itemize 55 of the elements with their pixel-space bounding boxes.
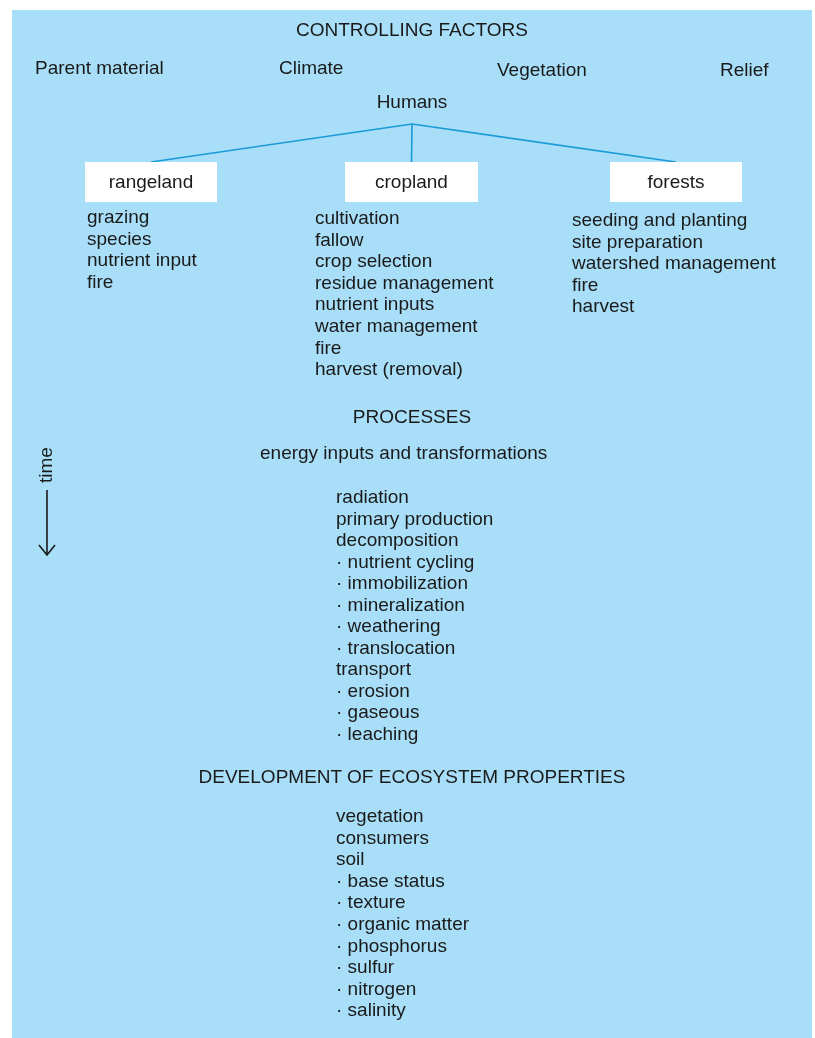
practice-item: water management — [315, 315, 478, 337]
land-use-box: rangeland — [85, 162, 217, 202]
connector-line — [411, 123, 677, 163]
property-item: · sulfur — [336, 956, 395, 979]
property-item: vegetation — [336, 805, 424, 827]
property-item: soil — [336, 848, 365, 871]
property-item: · nitrogen — [336, 977, 417, 1000]
property-item: consumers — [336, 826, 429, 849]
practice-item: harvest (removal) — [315, 358, 463, 381]
practice-item: fire — [572, 273, 599, 296]
time-label: time — [34, 447, 57, 483]
process-item: · erosion — [336, 679, 410, 702]
practice-item: nutrient input — [87, 249, 197, 272]
section-heading: DEVELOPMENT OF ECOSYSTEM PROPERTIES — [198, 766, 626, 788]
process-item: · mineralization — [336, 593, 465, 616]
property-item: · salinity — [336, 999, 406, 1022]
process-item: · nutrient cycling — [336, 550, 475, 573]
factor-label: Relief — [720, 59, 769, 81]
property-item: · organic matter — [336, 913, 470, 935]
practice-item: harvest — [572, 295, 635, 318]
process-item: radiation — [336, 486, 409, 508]
property-item: · base status — [336, 869, 445, 892]
practice-item: fire — [87, 270, 114, 293]
process-item: · immobilization — [336, 572, 468, 594]
practice-item: residue management — [315, 271, 494, 294]
practice-item: species — [87, 227, 152, 250]
process-item: · weathering — [336, 615, 441, 637]
factor-label: Parent material — [35, 57, 164, 79]
practice-item: crop selection — [315, 250, 433, 273]
practice-item: seeding and planting — [572, 209, 748, 231]
practice-item: cultivation — [315, 207, 400, 229]
property-item: · texture — [336, 891, 406, 914]
factor-label: Humans — [372, 91, 452, 124]
land-use-box: cropland — [345, 162, 478, 202]
process-item: · gaseous — [336, 701, 420, 723]
heading: CONTROLLING FACTORS — [296, 19, 528, 41]
property-item: · phosphorus — [336, 934, 447, 957]
practice-item: grazing — [87, 206, 150, 228]
practice-item: nutrient inputs — [315, 293, 435, 316]
practice-item: site preparation — [572, 230, 703, 253]
connector-line — [150, 123, 413, 163]
practice-item: fallow — [315, 228, 364, 251]
process-item: primary production — [336, 507, 494, 530]
process-item: decomposition — [336, 529, 459, 551]
process-item: · translocation — [336, 636, 456, 659]
connector-line — [410, 123, 413, 163]
process-heading: energy inputs and transformations — [260, 442, 548, 464]
land-use-box: forests — [610, 162, 742, 202]
section-heading: PROCESSES — [352, 406, 472, 428]
factor-label: Vegetation — [497, 59, 587, 81]
factor-label: Climate — [279, 57, 344, 79]
process-item: · leaching — [336, 722, 419, 745]
practice-item: fire — [315, 336, 342, 359]
process-item: transport — [336, 658, 411, 680]
practice-item: watershed management — [572, 252, 776, 275]
